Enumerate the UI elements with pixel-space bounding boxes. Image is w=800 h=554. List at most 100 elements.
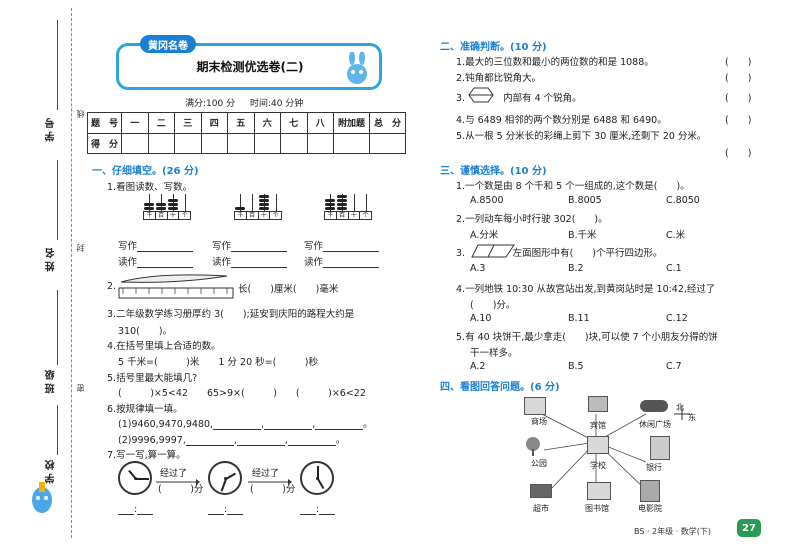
- brand-logo: 黄冈名卷: [140, 35, 196, 53]
- score-input-cell[interactable]: [147, 132, 175, 154]
- full-score: 满分:100 分: [185, 99, 236, 109]
- arrow-right-icon: [156, 479, 200, 485]
- table-cell: 三: [174, 112, 202, 134]
- q5-items: ( )×5<42 65>9×( ) ( )×6<22: [118, 388, 366, 399]
- read-row: 读作: [118, 254, 194, 268]
- score-input-cell[interactable]: [333, 132, 370, 154]
- section3-title: 三、谨慎选择。(10 分): [440, 166, 547, 177]
- table-cell: 八: [306, 112, 334, 134]
- choice-q5-c[interactable]: C.7: [666, 361, 682, 372]
- table-cell: 得 分: [87, 132, 122, 154]
- choice-q4-a[interactable]: A.10: [470, 313, 492, 324]
- parallelogram-shape-icon: [471, 244, 515, 258]
- compass-east: 东: [688, 413, 696, 422]
- judge-item-5: 5.从一根 5 分米长的彩绳上剪下 30 厘米,还剩下 20 分米。: [456, 131, 707, 142]
- student-id-label: 学 号: [46, 118, 57, 142]
- page-title: 期末检测优选卷(二): [196, 60, 304, 74]
- score-input-cell[interactable]: [174, 132, 202, 154]
- class-label: 班 级: [46, 370, 57, 394]
- score-input-cell[interactable]: [253, 132, 281, 154]
- choice-q4-line2: ( )分。: [470, 300, 516, 311]
- choice-q2-c[interactable]: C.米: [666, 230, 686, 241]
- choice-q3-b[interactable]: B.2: [568, 263, 584, 274]
- score-input-cell[interactable]: [280, 132, 308, 154]
- judge-answer-2[interactable]: ( ): [725, 73, 752, 84]
- choice-q5-line2: 干一样多。: [470, 348, 518, 359]
- map-label: 学校: [590, 461, 606, 470]
- school-icon: [587, 436, 609, 454]
- table-cell: 四: [200, 112, 228, 134]
- q6-item1: (1)9460,9470,9480,,,。: [118, 419, 373, 430]
- judge-answer-5[interactable]: ( ): [725, 148, 752, 159]
- school-rule: [57, 405, 58, 455]
- judge-item-4: 4.与 6489 相邻的两个数分别是 6488 和 6490。: [456, 115, 667, 126]
- choice-q3-a[interactable]: A.3: [470, 263, 486, 274]
- arrow-right-icon: [248, 479, 292, 485]
- map-label: 超市: [533, 504, 549, 513]
- table-cell: 总 分: [369, 112, 406, 134]
- choice-q1-b[interactable]: B.8005: [568, 195, 602, 206]
- abacus-3: 千百十个: [324, 194, 372, 220]
- score-table: 题 号 一 二 三 四 五 六 七 八 附加题 总 分 得 分: [87, 112, 406, 154]
- q1-text: 1.看图读数、写数。: [107, 182, 193, 193]
- compass-north: 北: [676, 403, 684, 412]
- map-label: 电影院: [638, 504, 662, 513]
- choice-q2-b[interactable]: B.千米: [568, 230, 597, 241]
- student-id-rule: [57, 20, 58, 110]
- supermarket-icon: [530, 484, 552, 498]
- score-input-cell[interactable]: [369, 132, 406, 154]
- choice-q1: 1.一个数是由 8 个千和 5 个一组成的,这个数是( )。: [456, 181, 690, 192]
- map-label: 银行: [646, 463, 662, 472]
- plaza-icon: [640, 400, 668, 412]
- q3-line2: 310( )。: [118, 326, 173, 337]
- score-input-cell[interactable]: [200, 132, 228, 154]
- name-rule: [57, 160, 58, 240]
- judge-item-3: 3. 内部有 4 个锐角。: [456, 93, 582, 104]
- q3-line1: 3.二年级数学练习册厚约 3( );延安到庆阳的路程大约是: [107, 309, 355, 320]
- compass-icon: [674, 406, 690, 420]
- q6-text: 6.按规律填一填。: [107, 404, 183, 415]
- clock-icon: [208, 461, 242, 495]
- class-rule: [57, 290, 58, 365]
- passed-label-2: 经过了: [252, 469, 280, 479]
- map-label: 图书馆: [585, 504, 609, 513]
- judge-answer-3[interactable]: ( ): [725, 93, 752, 104]
- score-input-cell[interactable]: [227, 132, 255, 154]
- binding-dashed-line: [71, 8, 72, 538]
- table-cell: 题 号: [87, 112, 122, 134]
- choice-q5-b[interactable]: B.5: [568, 361, 584, 372]
- choice-q2: 2.一列动车每小时行驶 302( )。: [456, 214, 608, 225]
- map-label: 休闲广场: [639, 420, 671, 429]
- hexagon-shape-icon: [468, 87, 494, 103]
- choice-q1-c[interactable]: C.8050: [666, 195, 700, 206]
- pencil-mascot-icon: [32, 482, 52, 513]
- table-cell: 五: [227, 112, 255, 134]
- read-row: 读作: [212, 254, 288, 268]
- seal-mark: 封: [76, 244, 85, 252]
- judge-item-1: 1.最大的三位数和最小的两位数的和是 1088。: [456, 57, 654, 68]
- clock-icon: [300, 461, 334, 495]
- table-cell: 附加题: [333, 112, 370, 134]
- choice-q3-c[interactable]: C.1: [666, 263, 682, 274]
- time-blank: :: [208, 504, 244, 515]
- map-label: 商场: [531, 417, 547, 426]
- map-label: 公园: [531, 459, 547, 468]
- score-input-cell[interactable]: [306, 132, 334, 154]
- choice-q4-b[interactable]: B.11: [568, 313, 590, 324]
- judge-item-2: 2.钝角都比锐角大。: [456, 73, 542, 84]
- choice-q5-line1: 5.有 40 块饼干,最少拿走( )块,可以使 7 个小朋友分得的饼: [456, 332, 718, 343]
- section1-title: 一、仔细填空。(26 分): [92, 166, 199, 177]
- park-tree-icon: [526, 437, 540, 456]
- abacus-2: 千百十个: [234, 194, 282, 220]
- bank-icon: [650, 436, 670, 460]
- choice-q1-a[interactable]: A.8500: [470, 195, 504, 206]
- score-input-cell[interactable]: [121, 132, 149, 154]
- choice-q4-c[interactable]: C.12: [666, 313, 688, 324]
- choice-q5-a[interactable]: A.2: [470, 361, 486, 372]
- choice-q2-a[interactable]: A.分米: [470, 230, 499, 241]
- judge-answer-4[interactable]: ( ): [725, 115, 752, 126]
- table-cell: 一: [121, 112, 149, 134]
- judge-answer-1[interactable]: ( ): [725, 57, 752, 68]
- mall-icon: [524, 397, 546, 415]
- section2-title: 二、准确判断。(10 分): [440, 42, 547, 53]
